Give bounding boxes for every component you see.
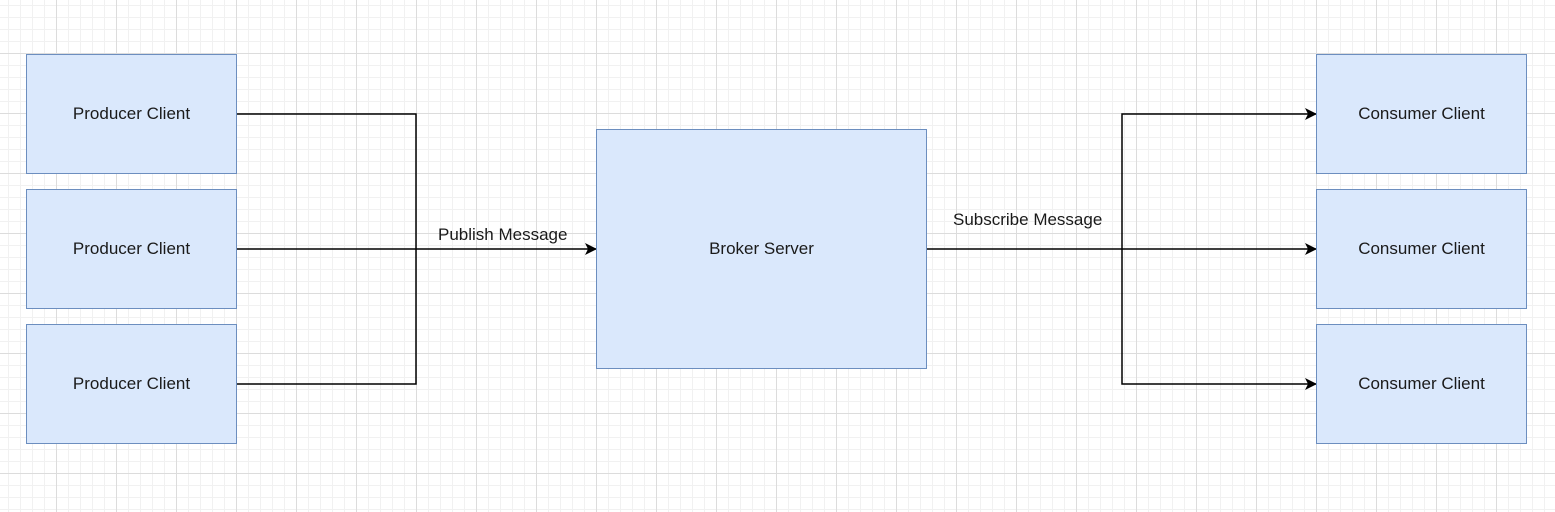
producer-client-node[interactable]: Producer Client (26, 324, 237, 444)
broker-server-node[interactable]: Broker Server (596, 129, 927, 369)
connector-consumer-1[interactable] (1121, 108, 1317, 249)
producer-client-node[interactable]: Producer Client (26, 189, 237, 309)
connector-producer-1[interactable] (237, 113, 417, 249)
producer-client-node[interactable]: Producer Client (26, 54, 237, 174)
node-label: Broker Server (709, 239, 814, 258)
connector-producer-3[interactable] (237, 249, 417, 385)
node-label: Consumer Client (1358, 239, 1485, 258)
node-label: Producer Client (72, 239, 191, 258)
consumer-client-node[interactable]: Consumer Client (1316, 324, 1527, 444)
node-label: Consumer Client (1358, 374, 1485, 393)
node-label: Consumer Client (1358, 104, 1485, 123)
node-label: Producer Client (72, 374, 191, 393)
subscribe-message-label[interactable]: Subscribe Message (953, 210, 1103, 229)
consumer-client-node[interactable]: Consumer Client (1316, 189, 1527, 309)
publish-message-label[interactable]: Publish Message (438, 225, 568, 244)
connector-consumer-3[interactable] (1121, 249, 1317, 390)
node-label: Producer Client (72, 104, 191, 123)
consumer-client-node[interactable]: Consumer Client (1316, 54, 1527, 174)
